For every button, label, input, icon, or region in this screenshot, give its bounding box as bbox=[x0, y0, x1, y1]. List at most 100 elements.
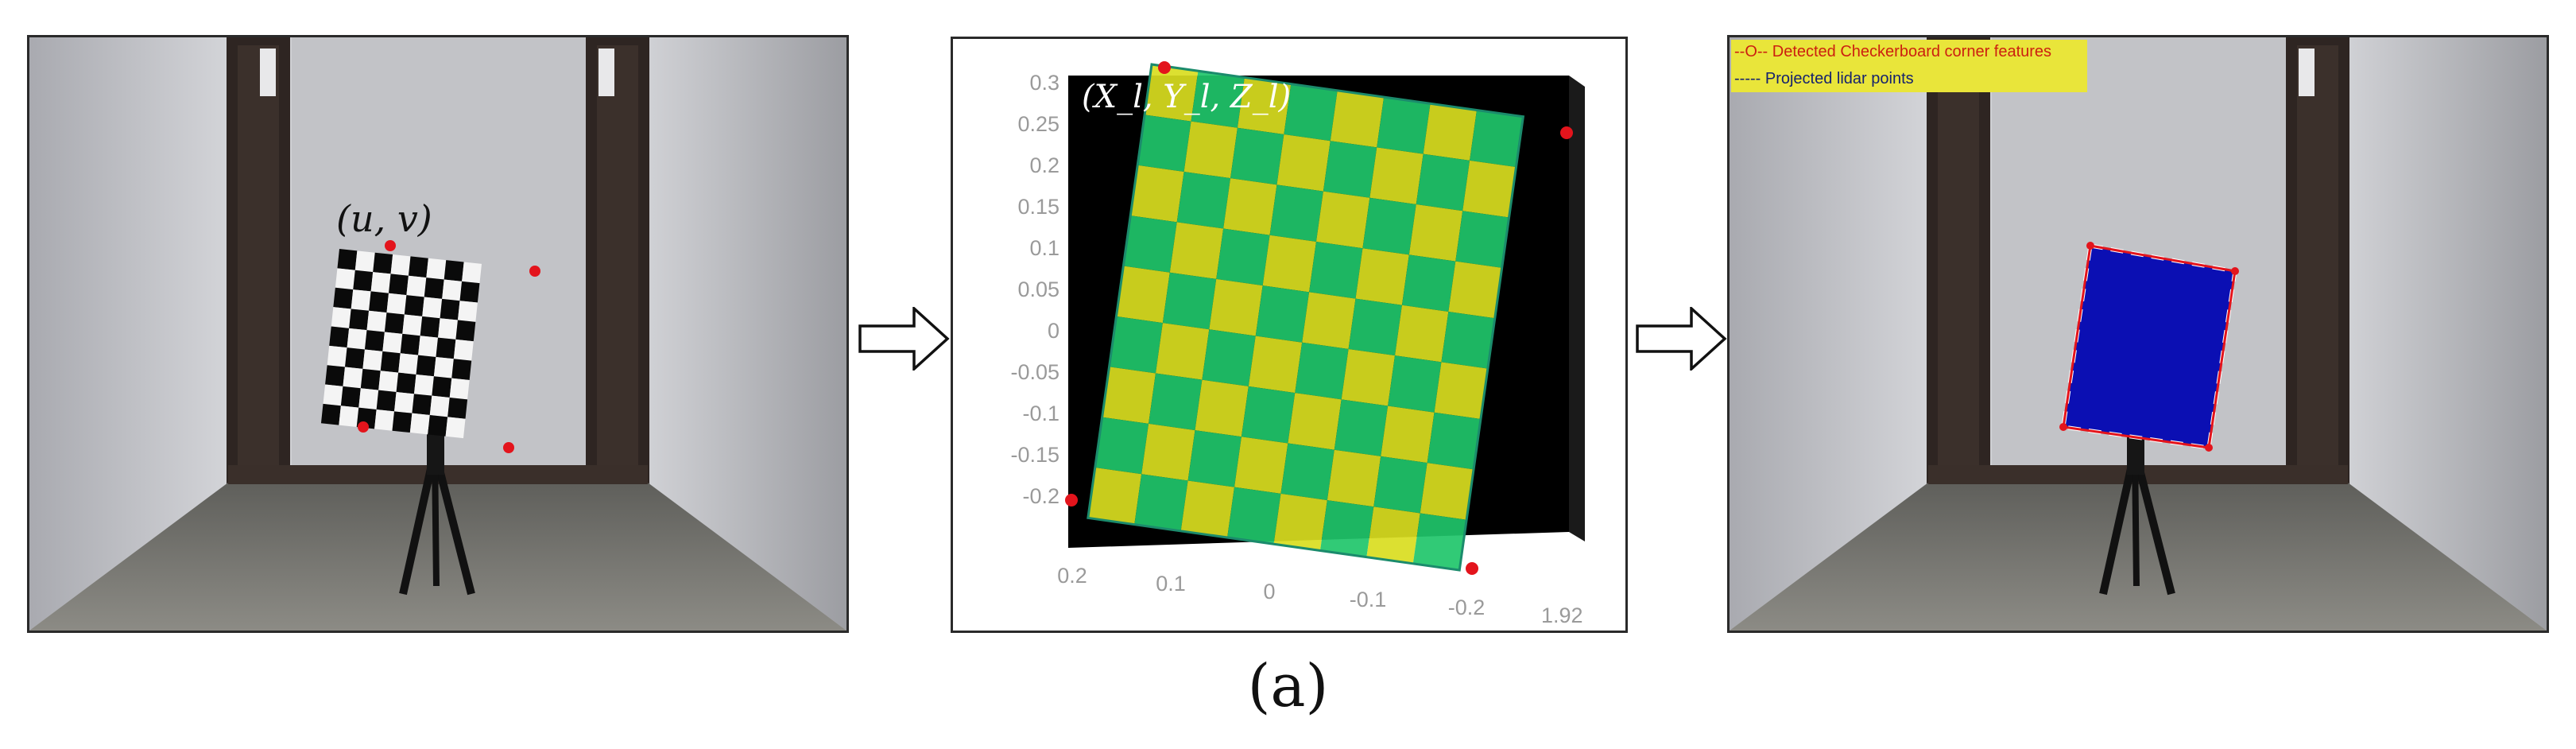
checker-square bbox=[373, 252, 393, 274]
lidar-point-block bbox=[1388, 355, 1442, 413]
lidar-point-block bbox=[1377, 97, 1431, 154]
checker-square bbox=[374, 409, 395, 431]
corner-marker bbox=[1158, 61, 1171, 74]
legend-entry-corners: --O-- Detected Checkerboard corner featu… bbox=[1734, 43, 2052, 60]
lidar-point-block bbox=[1434, 362, 1488, 419]
lidar-point-block bbox=[1273, 493, 1327, 551]
x-tick-label: 0.1 bbox=[1156, 572, 1186, 596]
checker-square bbox=[422, 297, 443, 319]
projection-result-panel bbox=[1727, 35, 2549, 633]
lidar-point-block bbox=[1381, 406, 1435, 464]
lidar-point-block bbox=[1302, 292, 1356, 349]
lidar-point-block bbox=[1423, 103, 1477, 161]
checker-square bbox=[335, 268, 355, 290]
checker-square bbox=[440, 298, 460, 320]
checker-square bbox=[358, 388, 379, 409]
lidar-point-block bbox=[1155, 323, 1210, 380]
lidar-point-block bbox=[1134, 474, 1188, 531]
checker-square bbox=[347, 328, 367, 350]
checker-square bbox=[432, 376, 452, 398]
y-axis-ticks: 0.30.250.20.150.10.050-0.05-0.1-0.15-0.2 bbox=[1010, 71, 1059, 508]
lidar-point-block bbox=[1180, 480, 1235, 538]
checker-square bbox=[404, 295, 424, 316]
arrow-right-icon bbox=[1636, 307, 1727, 371]
checker-square bbox=[455, 320, 476, 342]
lidar-point-block bbox=[1116, 266, 1170, 324]
y-tick-label: -0.1 bbox=[1022, 402, 1059, 425]
checker-square bbox=[386, 293, 407, 315]
checkerboard bbox=[320, 249, 482, 439]
checker-square bbox=[362, 349, 383, 371]
checker-square bbox=[345, 347, 365, 369]
lidar-point-block bbox=[1455, 211, 1509, 268]
projection-scene bbox=[1730, 37, 2547, 631]
checker-square bbox=[343, 367, 363, 389]
checker-square bbox=[400, 333, 420, 355]
checker-square bbox=[327, 345, 347, 367]
lidar-point-block bbox=[1087, 468, 1142, 525]
lidar-point-block bbox=[1130, 165, 1184, 223]
lidar-point-block bbox=[1094, 417, 1149, 475]
x-tick-label: 0.2 bbox=[1057, 564, 1087, 588]
lidar-point-block bbox=[1416, 153, 1470, 212]
lidar-point-block bbox=[1137, 114, 1191, 172]
checker-square bbox=[331, 307, 351, 328]
checker-square bbox=[354, 250, 375, 273]
lidar-point-block bbox=[1248, 336, 1303, 394]
checker-square bbox=[457, 301, 478, 322]
checker-square bbox=[370, 272, 391, 293]
checker-square bbox=[442, 279, 463, 301]
checker-square bbox=[402, 314, 423, 336]
checker-square bbox=[369, 291, 389, 313]
checker-square bbox=[418, 336, 439, 357]
corner-marker bbox=[358, 421, 369, 433]
lidar-point-block bbox=[1441, 311, 1495, 369]
legend-entry-lidar: ----- Projected lidar points bbox=[1734, 70, 1914, 87]
lidar-point-block bbox=[1202, 329, 1256, 386]
checker-square bbox=[376, 390, 397, 412]
checker-square bbox=[394, 391, 414, 413]
checker-square bbox=[333, 287, 354, 309]
lidar-point-block bbox=[1187, 430, 1242, 487]
checker-square bbox=[412, 394, 432, 416]
checker-square bbox=[364, 330, 385, 351]
lidar-point-block bbox=[1288, 393, 1342, 450]
lidar-point-block bbox=[1470, 110, 1524, 168]
y-tick-label: 0.05 bbox=[1017, 277, 1059, 301]
lidar-point-block bbox=[1295, 342, 1349, 400]
y-tick-label: 0 bbox=[1048, 319, 1059, 343]
checker-square bbox=[429, 395, 450, 417]
checker-square bbox=[389, 274, 409, 296]
lidar-point-block bbox=[1191, 71, 1245, 128]
lidar-point-block bbox=[1183, 121, 1238, 179]
lidar-point-block bbox=[1341, 348, 1396, 406]
y-tick-label: -0.05 bbox=[1010, 360, 1059, 384]
checker-square bbox=[382, 332, 403, 354]
y-tick-label: 0.2 bbox=[1029, 153, 1059, 177]
lidar-point-block bbox=[1348, 298, 1402, 356]
checker-square bbox=[351, 289, 371, 311]
lidar-point-block bbox=[1241, 386, 1296, 444]
checker-square bbox=[420, 316, 440, 338]
lidar-point-block bbox=[1145, 64, 1199, 122]
checker-square bbox=[426, 258, 447, 280]
checker-square bbox=[424, 277, 444, 299]
corner-marker bbox=[1560, 126, 1573, 139]
corner-marker bbox=[1466, 562, 1478, 575]
y-tick-label: -0.15 bbox=[1010, 443, 1059, 467]
lidar-point-block bbox=[1427, 412, 1481, 470]
checker-square bbox=[408, 256, 428, 278]
lidar-point-block bbox=[1334, 399, 1389, 456]
checker-square bbox=[323, 384, 343, 406]
lidar-point-block bbox=[1109, 316, 1163, 374]
checker-square bbox=[390, 254, 411, 276]
lidar-point-block bbox=[1169, 222, 1224, 279]
lidar-point-block bbox=[1284, 83, 1338, 142]
checker-square bbox=[340, 386, 361, 408]
lidar-point-block bbox=[1149, 373, 1203, 431]
y-tick-label: 0.15 bbox=[1017, 195, 1059, 219]
projected-lidar-board bbox=[2063, 246, 2235, 448]
lidar-point-block bbox=[1395, 305, 1449, 363]
lidar-point-block bbox=[1141, 423, 1195, 481]
